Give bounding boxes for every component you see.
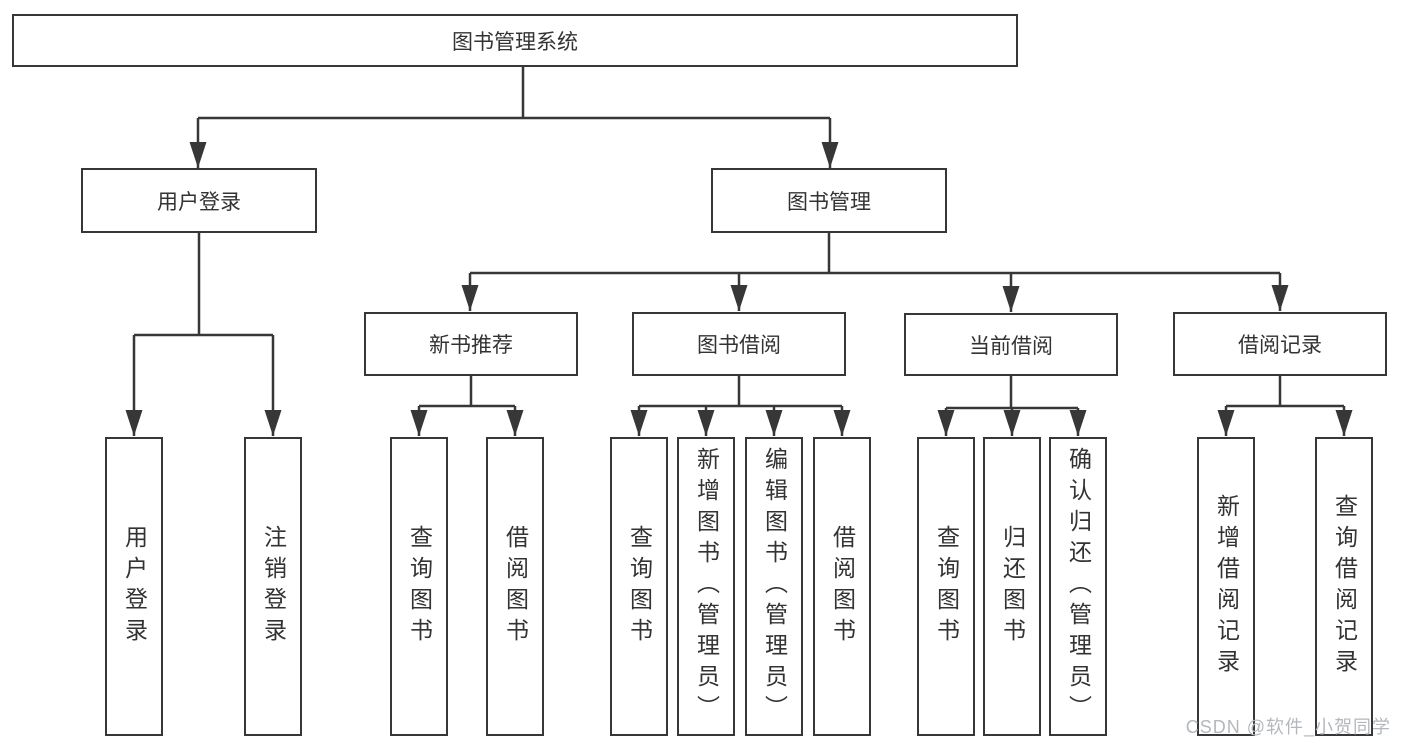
node-book-borrowing-label: 图书借阅 [697,334,781,357]
leaf-user-login: 用户登录 [105,437,163,736]
leaf-return-book-label: 归还图书 [999,524,1026,649]
leaf-edit-book-admin-label: 编辑图书（管理员） [761,447,788,726]
leaf-logout-label: 注销登录 [260,524,287,649]
leaf-confirm-return-admin-label: 确认归还（管理员） [1065,447,1092,726]
leaf-confirm-return-admin: 确认归还（管理员） [1049,437,1107,736]
node-book-borrowing: 图书借阅 [632,312,846,376]
leaf-edit-book-admin: 编辑图书（管理员） [745,437,803,736]
leaf-query-book-borrowing-label: 查询图书 [626,524,653,649]
node-borrow-records: 借阅记录 [1173,312,1387,376]
leaf-borrow-book-recommend-label: 借阅图书 [502,524,529,649]
leaf-add-borrow-record: 新增借阅记录 [1197,437,1255,736]
leaf-query-book-recommend-label: 查询图书 [406,524,433,649]
node-user-login: 用户登录 [81,168,317,233]
leaf-return-book: 归还图书 [983,437,1041,736]
node-current-borrowing-label: 当前借阅 [969,334,1053,358]
csdn-watermark: CSDN @软件_小贺同学 [1185,717,1391,737]
leaf-borrow-book-borrowing: 借阅图书 [813,437,871,736]
node-user-login-label: 用户登录 [157,190,241,214]
node-book-management: 图书管理 [711,168,947,233]
leaf-borrow-book-borrowing-label: 借阅图书 [829,524,856,649]
leaf-add-borrow-record-label: 新增借阅记录 [1213,493,1240,680]
leaf-add-book-admin: 新增图书（管理员） [677,437,735,736]
leaf-query-book-current-label: 查询图书 [933,524,960,649]
leaf-borrow-book-recommend: 借阅图书 [486,437,544,736]
node-book-management-label: 图书管理 [787,190,871,214]
node-borrow-records-label: 借阅记录 [1238,334,1322,357]
leaf-query-borrow-record-label: 查询借阅记录 [1331,493,1358,680]
leaf-query-borrow-record: 查询借阅记录 [1315,437,1373,736]
leaf-user-login-label: 用户登录 [121,524,148,649]
node-library-system-label: 图书管理系统 [452,30,578,54]
leaf-logout: 注销登录 [244,437,302,736]
node-new-book-recommend-label: 新书推荐 [429,334,513,357]
node-library-system: 图书管理系统 [12,14,1018,67]
leaf-query-book-borrowing: 查询图书 [610,437,668,736]
leaf-query-book-recommend: 查询图书 [390,437,448,736]
connector-trunk-lines [134,67,1344,410]
node-new-book-recommend: 新书推荐 [364,312,578,376]
leaf-add-book-admin-label: 新增图书（管理员） [693,447,720,726]
node-current-borrowing: 当前借阅 [904,313,1118,376]
leaf-query-book-current: 查询图书 [917,437,975,736]
